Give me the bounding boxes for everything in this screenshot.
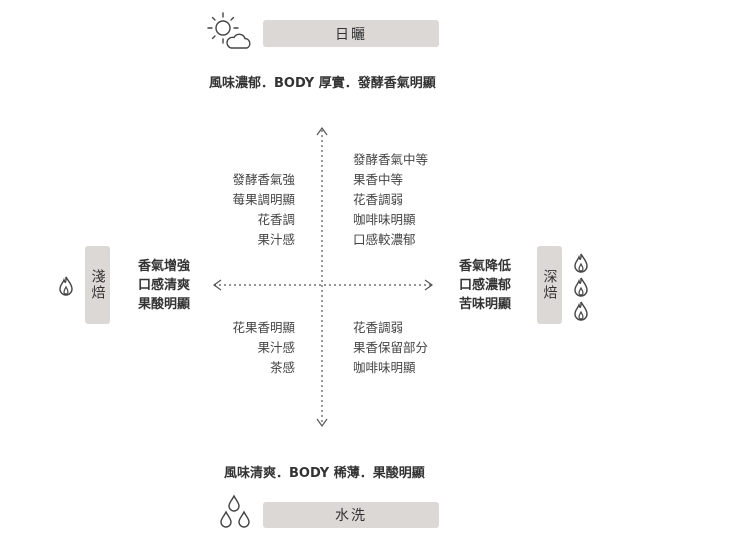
washed-caption: 風味清爽．BODY 稀薄．果酸明顯 — [224, 466, 425, 481]
water-drops-icon — [220, 494, 250, 528]
list-item: 花香調弱 — [353, 320, 404, 335]
list-item: 發酵香氣強 — [232, 172, 295, 187]
sun-cloud-icon — [207, 12, 251, 49]
process-label-washed: 水洗 — [263, 502, 439, 528]
list-item: 口感較濃郁 — [353, 232, 416, 247]
list-item: 果酸明顯 — [138, 297, 191, 312]
flame-icon — [574, 277, 588, 297]
dark-roast-features: 香氣降低 口感濃郁 苦味明顯 — [459, 257, 511, 314]
roast-label-dark: 深焙 — [537, 246, 562, 324]
flame-icon — [59, 276, 73, 296]
quadrant-bottom-right: 花香調弱 果香保留部分 咖啡味明顯 — [353, 318, 428, 378]
axis-arrow-down — [316, 418, 328, 428]
roast-label-dark-text: 深焙 — [541, 269, 558, 301]
axis-arrow-right — [424, 279, 434, 291]
list-item: 苦味明顯 — [458, 297, 511, 312]
list-item: 咖啡味明顯 — [353, 212, 416, 227]
list-item: 口感濃郁 — [458, 278, 511, 293]
axis-arrow-left — [212, 279, 222, 291]
quadrant-top-right: 發酵香氣中等 果香中等 花香調弱 咖啡味明顯 口感較濃郁 — [353, 150, 428, 250]
list-item: 花香調 — [257, 212, 295, 227]
list-item: 發酵香氣中等 — [353, 152, 429, 167]
quadrant-bottom-left: 花果香明顯 果汁感 茶感 — [232, 318, 295, 378]
process-label-washed-text: 水洗 — [335, 508, 367, 524]
roast-label-light: 淺焙 — [85, 246, 110, 324]
process-label-natural-text: 日曬 — [335, 26, 367, 43]
list-item: 莓果調明顯 — [232, 192, 295, 207]
list-item: 香氣增強 — [138, 259, 191, 274]
roast-label-light-text: 淺焙 — [89, 269, 106, 301]
list-item: 花果香明顯 — [232, 320, 295, 335]
light-roast-features: 香氣增強 口感清爽 果酸明顯 — [138, 257, 190, 314]
list-item: 果香保留部分 — [353, 340, 429, 355]
axis-arrow-up — [316, 126, 328, 136]
quadrant-top-left: 發酵香氣強 莓果調明顯 花香調 果汁感 — [232, 170, 295, 250]
list-item: 果汁感 — [257, 340, 295, 355]
flame-icon — [574, 301, 588, 321]
list-item: 口感清爽 — [138, 278, 191, 293]
list-item: 茶感 — [269, 360, 295, 375]
list-item: 果香中等 — [353, 172, 404, 187]
list-item: 咖啡味明顯 — [353, 360, 416, 375]
list-item: 果汁感 — [257, 232, 295, 247]
flame-icon — [574, 253, 588, 273]
list-item: 香氣降低 — [458, 259, 511, 274]
natural-caption: 風味濃郁．BODY 厚實．發酵香氣明顯 — [209, 76, 436, 91]
list-item: 花香調弱 — [353, 192, 404, 207]
process-label-natural: 日曬 — [263, 20, 439, 47]
